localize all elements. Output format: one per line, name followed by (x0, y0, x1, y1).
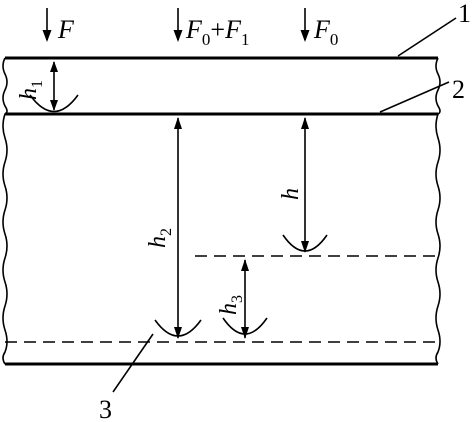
force-arrow-f (42, 8, 52, 42)
force-arrow-f0 (300, 8, 310, 42)
h3-dimension-arrow (241, 259, 249, 339)
h2-indentation-arc (154, 319, 202, 337)
h-indentation-arc (282, 234, 328, 252)
force-label-f0: F0 (313, 15, 338, 49)
left-break-edge (2, 57, 8, 365)
h2-label: h2 (145, 228, 175, 248)
h-label: h (278, 188, 304, 200)
force-label-f: F (57, 15, 75, 44)
callout-2-number: 2 (452, 75, 465, 104)
callout-1-leader (397, 17, 457, 57)
force-label-f0-plus-f1: F0+F1 (185, 15, 249, 49)
h3-indentation-arc (222, 317, 268, 335)
h-dimension-arrow (301, 117, 309, 253)
h3-label: h3 (216, 295, 246, 315)
callout-3-leader (112, 333, 154, 393)
h1-dimension-arrow (50, 61, 58, 111)
callout-1-number: 1 (458, 0, 471, 28)
right-break-edge (435, 57, 441, 365)
callout-3-number: 3 (99, 395, 112, 422)
h1-indentation-arc (29, 94, 79, 113)
h1-label: h1 (16, 80, 46, 100)
force-arrow-f0-plus-f1 (173, 8, 183, 42)
h2-dimension-arrow (174, 117, 182, 339)
callout-2-leader (379, 81, 450, 113)
